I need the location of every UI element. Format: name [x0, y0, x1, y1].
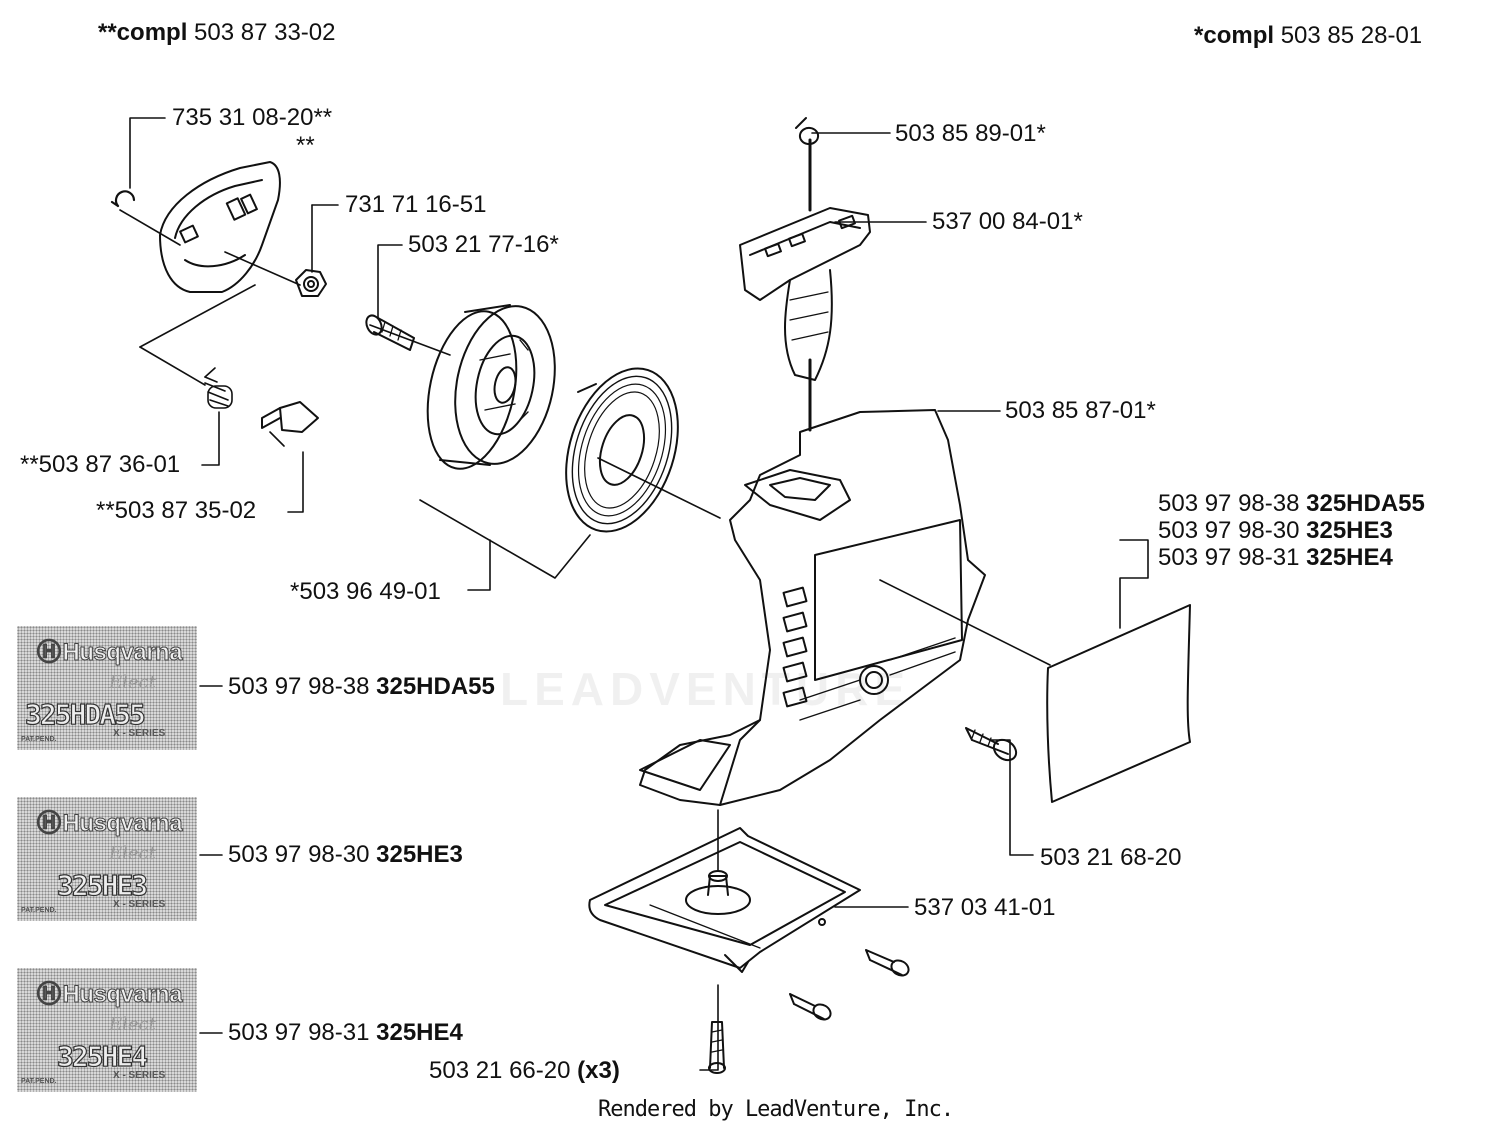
decal-image: Husqvarna Elect 325HDA55 X - SERIES PAT.… — [17, 626, 197, 750]
recoil-spring-icon — [565, 367, 679, 533]
decal-caption-model: 325HE3 — [376, 841, 463, 868]
decal-sheet-icon — [1046, 604, 1191, 803]
part-pawl-cover-mark: ** — [296, 132, 315, 159]
starter-handle-icon — [739, 207, 871, 381]
husqvarna-logo: Husqvarna — [37, 974, 183, 1009]
part-spring-kit-label: **503 87 36-01 — [20, 451, 181, 478]
circlip-icon — [110, 190, 136, 208]
decal-series: X - SERIES — [113, 899, 166, 910]
decal-list-item: 503 97 98-38 325HDA55 — [1158, 491, 1425, 517]
part-circlip-label: 735 31 08-20** — [172, 104, 333, 131]
decal-caption-model: 325HDA55 — [376, 673, 495, 700]
part-nut-label: 731 71 16-51 — [345, 191, 487, 218]
housing-screw-icon — [965, 727, 1018, 762]
decal-model-mark: 325HDA55 — [24, 697, 146, 731]
decal-signature: Elect — [109, 1014, 156, 1035]
pawl-icon — [261, 401, 319, 447]
decal-pat: PAT.PEND. — [21, 1078, 57, 1085]
decal-series: X - SERIES — [113, 1070, 166, 1081]
part-handle-label: 537 00 84-01* — [932, 208, 1083, 235]
spring-icon — [204, 367, 233, 409]
handle-clip-icon — [795, 117, 820, 432]
leader-lines — [119, 117, 1149, 1071]
decal-series: X - SERIES — [113, 728, 166, 739]
header-left-prefix: **compl — [98, 19, 188, 46]
part-handle-clip-label: 503 85 89-01* — [895, 120, 1046, 147]
decal-list-item: 503 97 98-31 325HE4 — [1158, 545, 1393, 571]
decal-model-mark: 325HE4 — [56, 1039, 148, 1073]
decal-caption-number: 503 97 98-30 — [228, 841, 370, 868]
header-left-number: 503 87 33-02 — [194, 19, 336, 46]
part-housing-label: 503 85 87-01* — [1005, 397, 1156, 424]
part-pawl-kit-label: **503 87 35-02 — [96, 497, 257, 524]
starter-housing-icon — [639, 409, 986, 806]
header-right: *compl 503 85 28-01 — [1194, 23, 1422, 49]
header-right-prefix: *compl — [1194, 22, 1275, 49]
guard-plate-icon — [588, 827, 861, 973]
decal-list-model: 325HE4 — [1306, 544, 1393, 571]
part-guard-plate-label: 537 03 41-01 — [914, 894, 1056, 921]
decal-image: Husqvarna Elect 325HE3 X - SERIES PAT.PE… — [17, 797, 197, 921]
part-pulley-screw-label: 503 21 77-16* — [408, 231, 559, 258]
rope-pulley-icon — [426, 304, 556, 470]
decal-caption-number: 503 97 98-38 — [228, 673, 370, 700]
flange-nut-icon — [295, 269, 327, 297]
pulley-screw-icon — [365, 314, 415, 351]
header-right-number: 503 85 28-01 — [1280, 22, 1423, 49]
decal-image: Husqvarna Elect 325HE4 X - SERIES PAT.PE… — [17, 968, 197, 1092]
watermark: LEADVENTURE — [500, 663, 912, 715]
part-pulley-spring-label: *503 96 49-01 — [290, 578, 441, 605]
bottom-screw-qty: (x3) — [577, 1057, 620, 1084]
decal-signature: Elect — [109, 843, 156, 864]
part-housing-screw-label: 503 21 68-20 — [1040, 844, 1182, 871]
decal-caption-number: 503 97 98-31 — [228, 1019, 370, 1046]
husqvarna-logo: Husqvarna — [37, 632, 183, 667]
decal-pat: PAT.PEND. — [21, 907, 57, 914]
decal-list-model: 325HE3 — [1306, 517, 1393, 544]
decal-list-item: 503 97 98-30 325HE3 — [1158, 518, 1393, 544]
decal-caption: 503 97 98-31 325HE4 — [228, 1020, 463, 1046]
husqvarna-logo: Husqvarna — [37, 803, 183, 838]
part-bottom-screw-label: 503 21 66-20 (x3) — [429, 1058, 620, 1084]
decal-list-model: 325HDA55 — [1306, 490, 1425, 517]
decal-list-number: 503 97 98-38 — [1158, 490, 1300, 517]
decal-caption: 503 97 98-30 325HE3 — [228, 842, 463, 868]
pawl-cover-icon — [159, 161, 281, 293]
decal-pat: PAT.PEND. — [21, 736, 57, 743]
decal-list-number: 503 97 98-30 — [1158, 517, 1300, 544]
decal-caption: 503 97 98-38 325HDA55 — [228, 674, 495, 700]
footer-credit: Rendered by LeadVenture, Inc. — [598, 1097, 954, 1122]
header-left: **compl 503 87 33-02 — [98, 20, 336, 46]
decal-list-number: 503 97 98-31 — [1158, 544, 1300, 571]
bottom-screw-number: 503 21 66-20 — [429, 1057, 571, 1084]
decal-signature: Elect — [109, 672, 156, 693]
bottom-screw-icons — [708, 949, 910, 1074]
decal-caption-model: 325HE4 — [376, 1019, 463, 1046]
decal-model-mark: 325HE3 — [56, 868, 148, 902]
